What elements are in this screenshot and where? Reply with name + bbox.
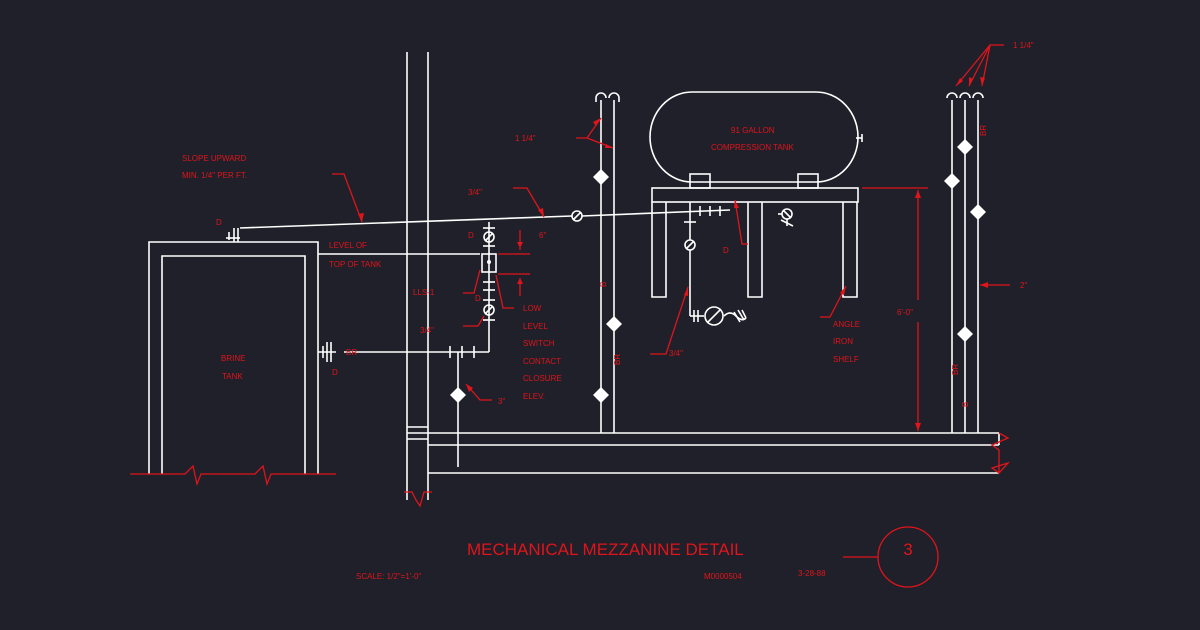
drain-label: D — [468, 231, 474, 240]
pipe-size-label: 3" — [498, 397, 505, 406]
brine-line-label: B — [961, 402, 970, 407]
low-level-note-line2: LEVEL — [523, 322, 548, 331]
drain-label: D — [475, 294, 481, 303]
vertical-column — [406, 52, 429, 500]
slab-break-line — [990, 432, 1011, 475]
low-level-note-line6: ELEV. — [523, 392, 545, 401]
low-level-note-line5: CLOSURE — [523, 374, 562, 383]
tank-drain — [684, 202, 794, 326]
mezzanine-floor — [428, 432, 999, 474]
shelf-note-line1: ANGLE — [833, 320, 860, 329]
brine-tank-label-line1: BRINE — [221, 354, 245, 363]
pipe-size-label: 1 1/4" — [515, 134, 536, 143]
shelf-note-line2: IRON — [833, 337, 853, 346]
tank-label-line2: COMPRESSION TANK — [711, 143, 794, 152]
brine-line-label: BR — [613, 354, 622, 365]
sloped-pipe — [226, 206, 731, 242]
brine-tank-label-line2: TANK — [222, 372, 243, 381]
column-break-line — [404, 491, 432, 508]
dimension-label: 6'-0" — [897, 308, 913, 317]
low-level-note-line4: CONTACT — [523, 357, 561, 366]
brine-line-label: B — [599, 282, 608, 287]
pipe-size-label: 2" — [1020, 281, 1027, 290]
middle-riser-pipes — [593, 92, 622, 433]
annotation-text: SLOPE UPWARD MIN. 1/4" PER FT. D LEVEL O… — [182, 41, 1034, 581]
drain-label: D — [723, 246, 729, 255]
level-note-line1: LEVEL OF — [329, 241, 367, 250]
drain-label: D — [332, 368, 338, 377]
low-level-note-line1: LOW — [523, 304, 542, 313]
low-level-switch-assembly — [481, 222, 497, 352]
slope-note-line1: SLOPE UPWARD — [182, 154, 246, 163]
slope-note-line2: MIN. 1/4" PER FT. — [182, 171, 247, 180]
drawing-title: MECHANICAL MEZZANINE DETAIL — [467, 540, 744, 559]
brine-line-label: BR — [979, 125, 988, 136]
pipe-size-label: 3/4" — [468, 188, 482, 197]
annotation-lines — [130, 44, 1011, 588]
linework — [148, 52, 1000, 500]
brine-line-label: BR — [951, 364, 960, 375]
drawing-scale: SCALE: 1/2"=1'-0" — [356, 572, 421, 581]
pipe-size-label: 1 1/4" — [1013, 41, 1034, 50]
pipe-size-label: 3/4" — [669, 349, 683, 358]
brine-supply-pipe — [318, 342, 489, 445]
pipe-size-label: 3/4" — [420, 326, 434, 335]
angle-iron-shelf — [651, 187, 859, 298]
low-level-note-line3: SWITCH — [523, 339, 555, 348]
dimension-label: 6" — [539, 231, 546, 240]
ground-break-line — [130, 464, 336, 487]
shelf-note-line3: SHELF — [833, 355, 859, 364]
drawing-date: 3-28-88 — [798, 569, 826, 578]
brine-line-label: BR — [346, 348, 357, 357]
drain-label: D — [216, 218, 222, 227]
level-note-line2: TOP OF TANK — [329, 260, 382, 269]
compression-tank — [649, 91, 863, 189]
tank-label-line1: 91 GALLON — [731, 126, 775, 135]
right-riser-pipes — [944, 92, 986, 433]
drawing-number: M0000504 — [704, 572, 742, 581]
detail-number: 3 — [903, 540, 912, 559]
switch-tag-label: LLS-1 — [413, 288, 435, 297]
